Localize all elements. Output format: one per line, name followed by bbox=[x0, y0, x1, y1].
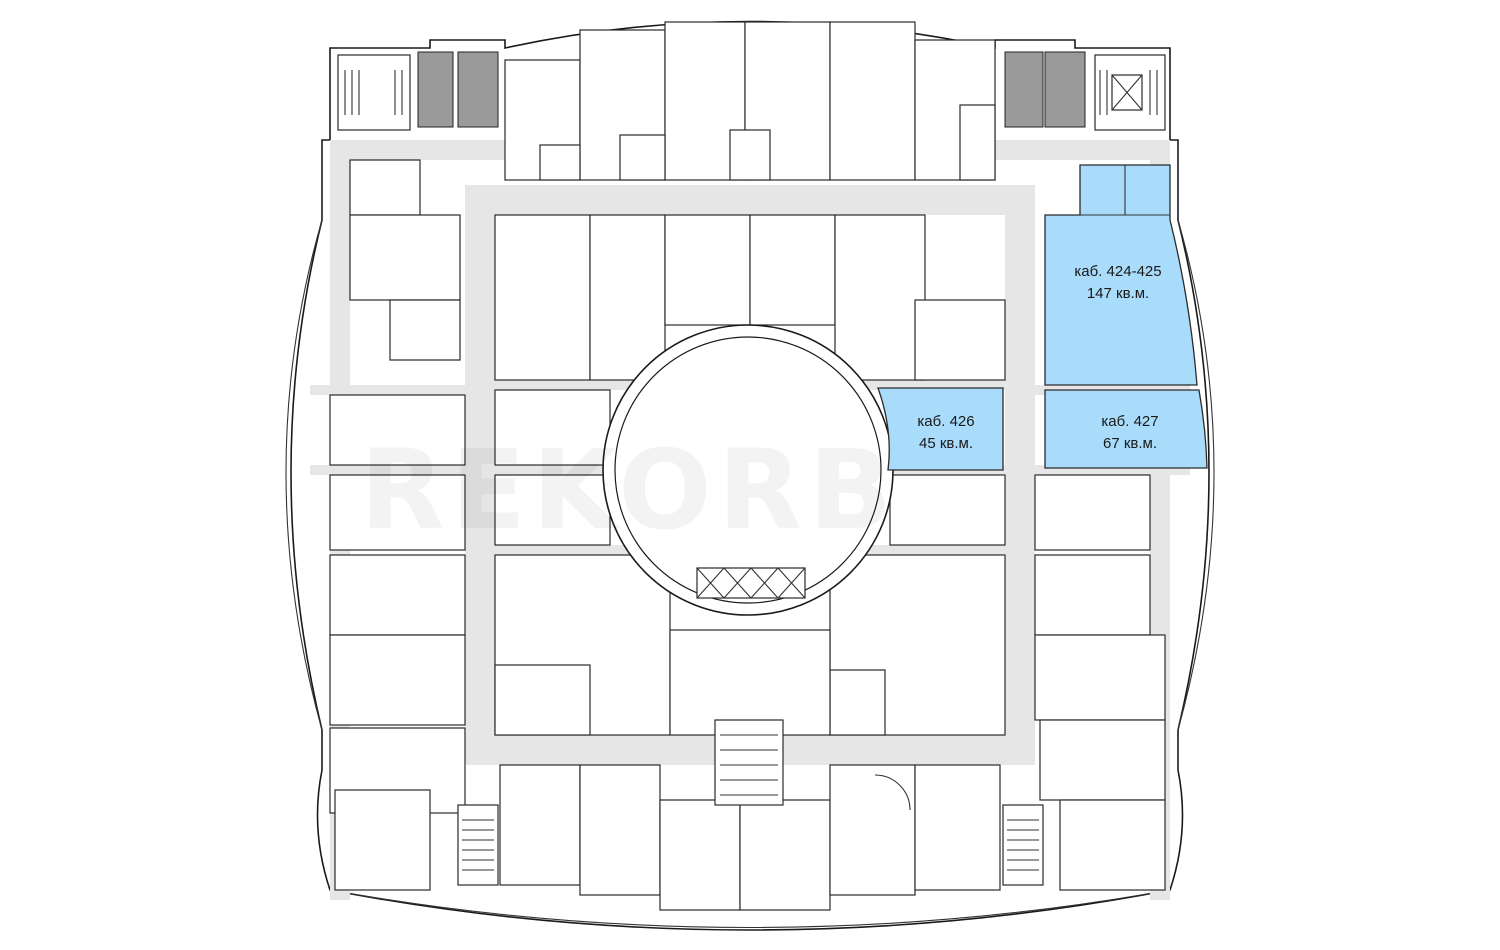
watermark: REKORB bbox=[360, 426, 898, 554]
office-426-name: каб. 426 bbox=[917, 413, 974, 430]
atrium bbox=[602, 324, 894, 616]
office-427-area[interactable] bbox=[1044, 389, 1208, 469]
office-427-area-label: 67 кв.м. bbox=[1103, 435, 1157, 452]
office-424-425-area[interactable] bbox=[1044, 164, 1198, 386]
highlighted-offices bbox=[877, 164, 1208, 471]
bottom-rooms bbox=[499, 719, 1001, 911]
office-426-area[interactable] bbox=[877, 387, 1004, 471]
right-wing-rooms bbox=[1002, 474, 1166, 891]
office-424-425-name: каб. 424-425 bbox=[1074, 263, 1161, 280]
top-rooms bbox=[504, 21, 996, 181]
office-427-name: каб. 427 bbox=[1101, 413, 1158, 430]
left-wing-rooms bbox=[329, 159, 499, 891]
office-426-area-label: 45 кв.м. bbox=[919, 435, 973, 452]
building-outline bbox=[285, 20, 1215, 931]
top-cores bbox=[337, 51, 1166, 131]
inner-rooms bbox=[494, 214, 1006, 736]
office-424-425-area-label: 147 кв.м. bbox=[1087, 285, 1149, 302]
